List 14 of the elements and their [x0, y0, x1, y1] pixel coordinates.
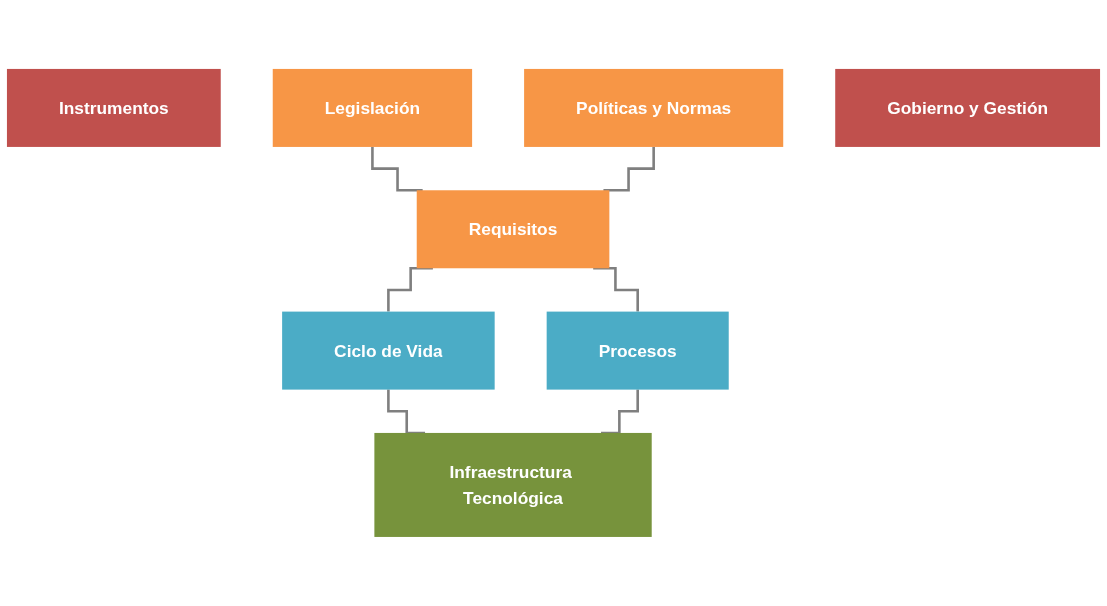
node-box: Infraestructura Tecnológica	[374, 433, 652, 537]
connector	[371, 145, 423, 192]
connector	[387, 388, 426, 435]
node-box: Políticas y Normas	[524, 69, 784, 147]
node-box: Legislación	[272, 69, 473, 147]
connector	[593, 267, 639, 313]
connector	[601, 388, 639, 435]
node-box: Instrumentos	[6, 69, 221, 147]
node-box: Ciclo de Vida	[282, 311, 495, 390]
node-box: Gobierno y Gestión	[835, 69, 1101, 147]
node-box: Requisitos	[416, 190, 610, 269]
connector	[387, 267, 433, 313]
node-box: Procesos	[546, 311, 729, 390]
connector	[603, 145, 655, 192]
